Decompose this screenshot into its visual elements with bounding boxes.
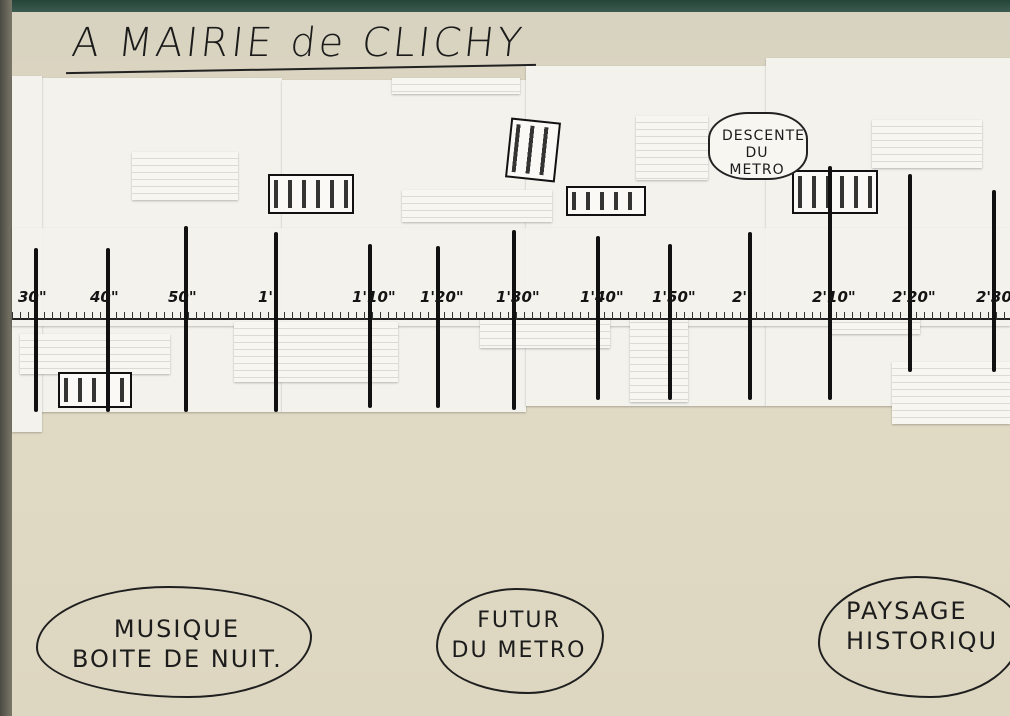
- bubble-line: HISTORIQU: [846, 627, 999, 655]
- bubble-text: FUTUR DU METRO: [444, 606, 594, 666]
- building-sketch: [58, 372, 132, 408]
- bubble-line: DU METRO: [451, 638, 587, 663]
- bubble-text: MUSIQUE BOITE DE NUIT.: [72, 614, 282, 674]
- timeline-tick: [908, 174, 912, 372]
- timeline-tick: [274, 232, 278, 412]
- timeline-tick: [512, 230, 516, 410]
- timeline-tick: [106, 248, 110, 412]
- sticky-note: [392, 78, 520, 94]
- timeline-label: 1'40": [580, 288, 624, 306]
- thought-bubble: [36, 586, 312, 698]
- board-top-frame: [0, 0, 1010, 12]
- speech-bubble: [708, 112, 808, 180]
- timeline-label: 2'10": [812, 288, 856, 306]
- timeline-tick: [368, 244, 372, 408]
- timeline-label: 30": [18, 288, 47, 306]
- building-sketch: [505, 117, 561, 183]
- timeline-label: 2'30": [976, 288, 1010, 306]
- building-sketch: [268, 174, 354, 214]
- timeline-tick: [668, 244, 672, 400]
- board-left-frame: [0, 0, 12, 716]
- timeline-label: 1'10": [352, 288, 396, 306]
- bubble-line: BOITE DE NUIT.: [72, 645, 283, 673]
- timeline-tick: [184, 226, 188, 412]
- timeline-label: 40": [90, 288, 119, 306]
- sticky-note: [234, 322, 398, 382]
- timeline-tick: [596, 236, 600, 400]
- sticky-note: [132, 152, 238, 200]
- board-title: A MAIRIE de CLICHY: [69, 20, 527, 66]
- sticky-note: [402, 190, 552, 222]
- thought-bubble: [818, 576, 1010, 698]
- bubble-text: PAYSAGE HISTORIQU: [846, 596, 1010, 656]
- metro-entrance-sketch: [566, 186, 646, 216]
- timeline-label: 1'50": [652, 288, 696, 306]
- timeline-ruler: [12, 312, 1010, 320]
- building-sketch: [792, 170, 878, 214]
- timeline-tick: [436, 246, 440, 408]
- sticky-note: [20, 334, 170, 374]
- timeline-tick: [828, 166, 832, 400]
- thought-bubble: [436, 588, 604, 694]
- sketch-note-text: DESCENTE DU METRO: [722, 128, 806, 178]
- timeline-tick: [34, 248, 38, 412]
- timeline-label: 1'30": [496, 288, 540, 306]
- sticky-note: [872, 120, 982, 168]
- timeline-label: 1'20": [420, 288, 464, 306]
- timeline-label: 2'20": [892, 288, 936, 306]
- bubble-line: PAYSAGE: [846, 597, 968, 625]
- timeline-label: 2': [732, 288, 748, 306]
- sticky-note: [480, 318, 610, 348]
- sticky-note: [892, 362, 1010, 424]
- sticky-note: [630, 316, 688, 402]
- timeline-label: 50": [168, 288, 197, 306]
- paper-strip: [12, 228, 1010, 326]
- timeline-tick: [748, 232, 752, 400]
- bubble-line: FUTUR: [477, 608, 561, 633]
- timeline-tick: [992, 190, 996, 372]
- sticky-note: [830, 316, 920, 334]
- bubble-line: MUSIQUE: [113, 615, 241, 643]
- sticky-note: [636, 116, 708, 180]
- timeline-label: 1': [258, 288, 274, 306]
